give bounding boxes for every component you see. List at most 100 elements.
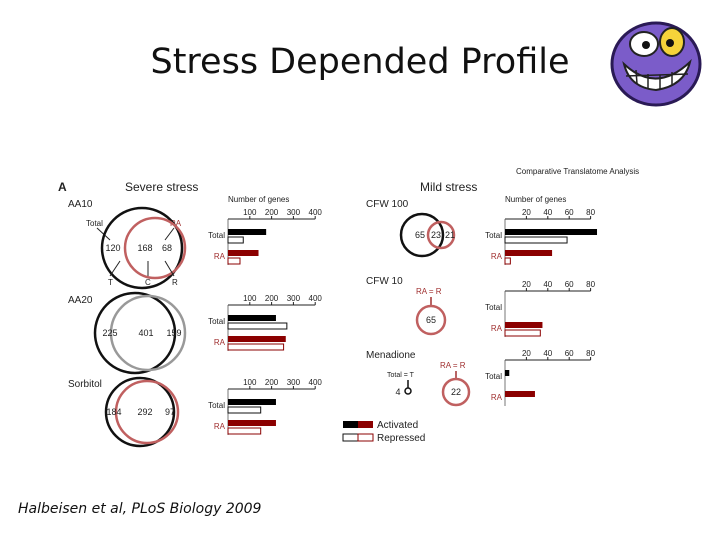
legend-repressed-ra-swatch (357, 433, 374, 442)
venn-ra-circle (109, 294, 187, 372)
mild-header: Mild stress (420, 180, 477, 194)
citation: Halbeisen et al, PLoS Biology 2009 (18, 501, 262, 517)
venn-ra-circle (441, 377, 471, 407)
bar-ra-repressed (504, 329, 541, 337)
venn-label-ra: RA (170, 219, 182, 228)
condition-name: AA10 (68, 199, 93, 210)
tick-label: 80 (586, 208, 595, 217)
bar-label-ra: RA (491, 252, 503, 261)
venn-count: 97 (165, 407, 175, 417)
bar-label-ra: RA (214, 422, 226, 431)
bar-ra-activated (505, 250, 553, 256)
tick-label: 80 (586, 280, 595, 289)
tick-label: 40 (543, 349, 552, 358)
legend-activated-total-swatch (343, 421, 358, 428)
bar-ra-activated (228, 420, 276, 426)
panel-label: A (58, 180, 67, 194)
bar-ra-activated (228, 250, 259, 256)
tick-label: 60 (565, 280, 574, 289)
tick-label: 100 (243, 294, 257, 303)
tick-label: 40 (543, 208, 552, 217)
venn-relation-ra: RA = R (440, 361, 466, 370)
tick-label: 100 (243, 378, 257, 387)
legend-repressed-label: Repressed (377, 433, 425, 444)
bar-ra-repressed (227, 257, 241, 265)
venn-count: 225 (102, 328, 117, 338)
legend-activated-label: Activated (377, 420, 418, 431)
tick-label: 400 (309, 378, 323, 387)
venn-ra-circle (123, 216, 187, 280)
venn-count: 120 (105, 243, 120, 253)
bar-label-total: Total (208, 231, 225, 240)
venn-total-circle (104, 376, 176, 448)
bar-label-total: Total (485, 303, 502, 312)
venn-count: 65 (415, 230, 425, 240)
bar-total-repressed (504, 236, 568, 244)
tick-label: 40 (543, 280, 552, 289)
venn-count: 401 (138, 328, 153, 338)
venn-label-r: R (172, 278, 178, 287)
bar-label-ra: RA (214, 338, 226, 347)
venn-total-circle (399, 212, 445, 258)
venn-ra-circle (415, 304, 447, 336)
venn-relation-total: Total = T (387, 372, 415, 379)
tick-label: 300 (287, 378, 301, 387)
condition-name: CFW 10 (366, 276, 403, 287)
venn-total-circle (404, 387, 412, 395)
tick-label: 80 (586, 349, 595, 358)
bar-label-ra: RA (491, 324, 503, 333)
venn-count: 184 (106, 407, 121, 417)
tick-label: 300 (287, 208, 301, 217)
bar-total-activated (228, 399, 276, 405)
tick-label: 20 (522, 349, 531, 358)
bar-total-activated (505, 229, 598, 235)
condition-name: Menadione (366, 350, 416, 361)
bar-total-activated (228, 229, 267, 235)
bar-label-total: Total (208, 317, 225, 326)
bar-ra-repressed (227, 343, 285, 351)
figure-caption-header: Comparative Translatome Analysis (516, 167, 639, 176)
tick-label: 100 (243, 208, 257, 217)
bar-ra-activated (505, 322, 543, 328)
venn-total-circle (93, 291, 177, 375)
bar-label-total: Total (208, 401, 225, 410)
venn-label-t: T (108, 278, 113, 287)
tick-label: 60 (565, 208, 574, 217)
venn-relation: RA = R (416, 287, 442, 296)
bar-label-total: Total (485, 231, 502, 240)
bar-label-total: Total (485, 372, 502, 381)
grinning-purple-face-icon (610, 21, 702, 107)
bar-ra-activated (505, 391, 535, 397)
tick-label: 20 (522, 280, 531, 289)
tick-label: 200 (265, 208, 279, 217)
venn-count: 23 (431, 230, 441, 240)
bar-total-activated (505, 370, 510, 376)
tick-label: 200 (265, 378, 279, 387)
tick-label: 400 (309, 208, 323, 217)
venn-ra-circle (426, 220, 456, 250)
bar-ra-repressed (504, 257, 511, 265)
tick-label: 300 (287, 294, 301, 303)
condition-name: Sorbitol (68, 379, 102, 390)
venn-count: 65 (426, 315, 436, 325)
bar-total-repressed (227, 406, 262, 414)
venn-count: 22 (451, 387, 461, 397)
venn-count: 4 (395, 387, 400, 397)
venn-count: 292 (137, 407, 152, 417)
bar-total-repressed (227, 322, 288, 330)
venn-label-total: Total (86, 219, 103, 228)
tick-label: 60 (565, 349, 574, 358)
tick-label: 200 (265, 294, 279, 303)
venn-count: 159 (166, 328, 181, 338)
bar-ra-repressed (227, 427, 262, 435)
slide-title: Stress Depended Profile (150, 42, 570, 82)
condition-name: AA20 (68, 295, 93, 306)
severe-axis-title: Number of genes (228, 195, 289, 204)
bar-total-repressed (227, 236, 244, 244)
venn-count: 21 (445, 230, 455, 240)
venn-ra-circle (114, 379, 180, 445)
venn-count: 168 (137, 243, 152, 253)
mild-axis-title: Number of genes (505, 195, 566, 204)
